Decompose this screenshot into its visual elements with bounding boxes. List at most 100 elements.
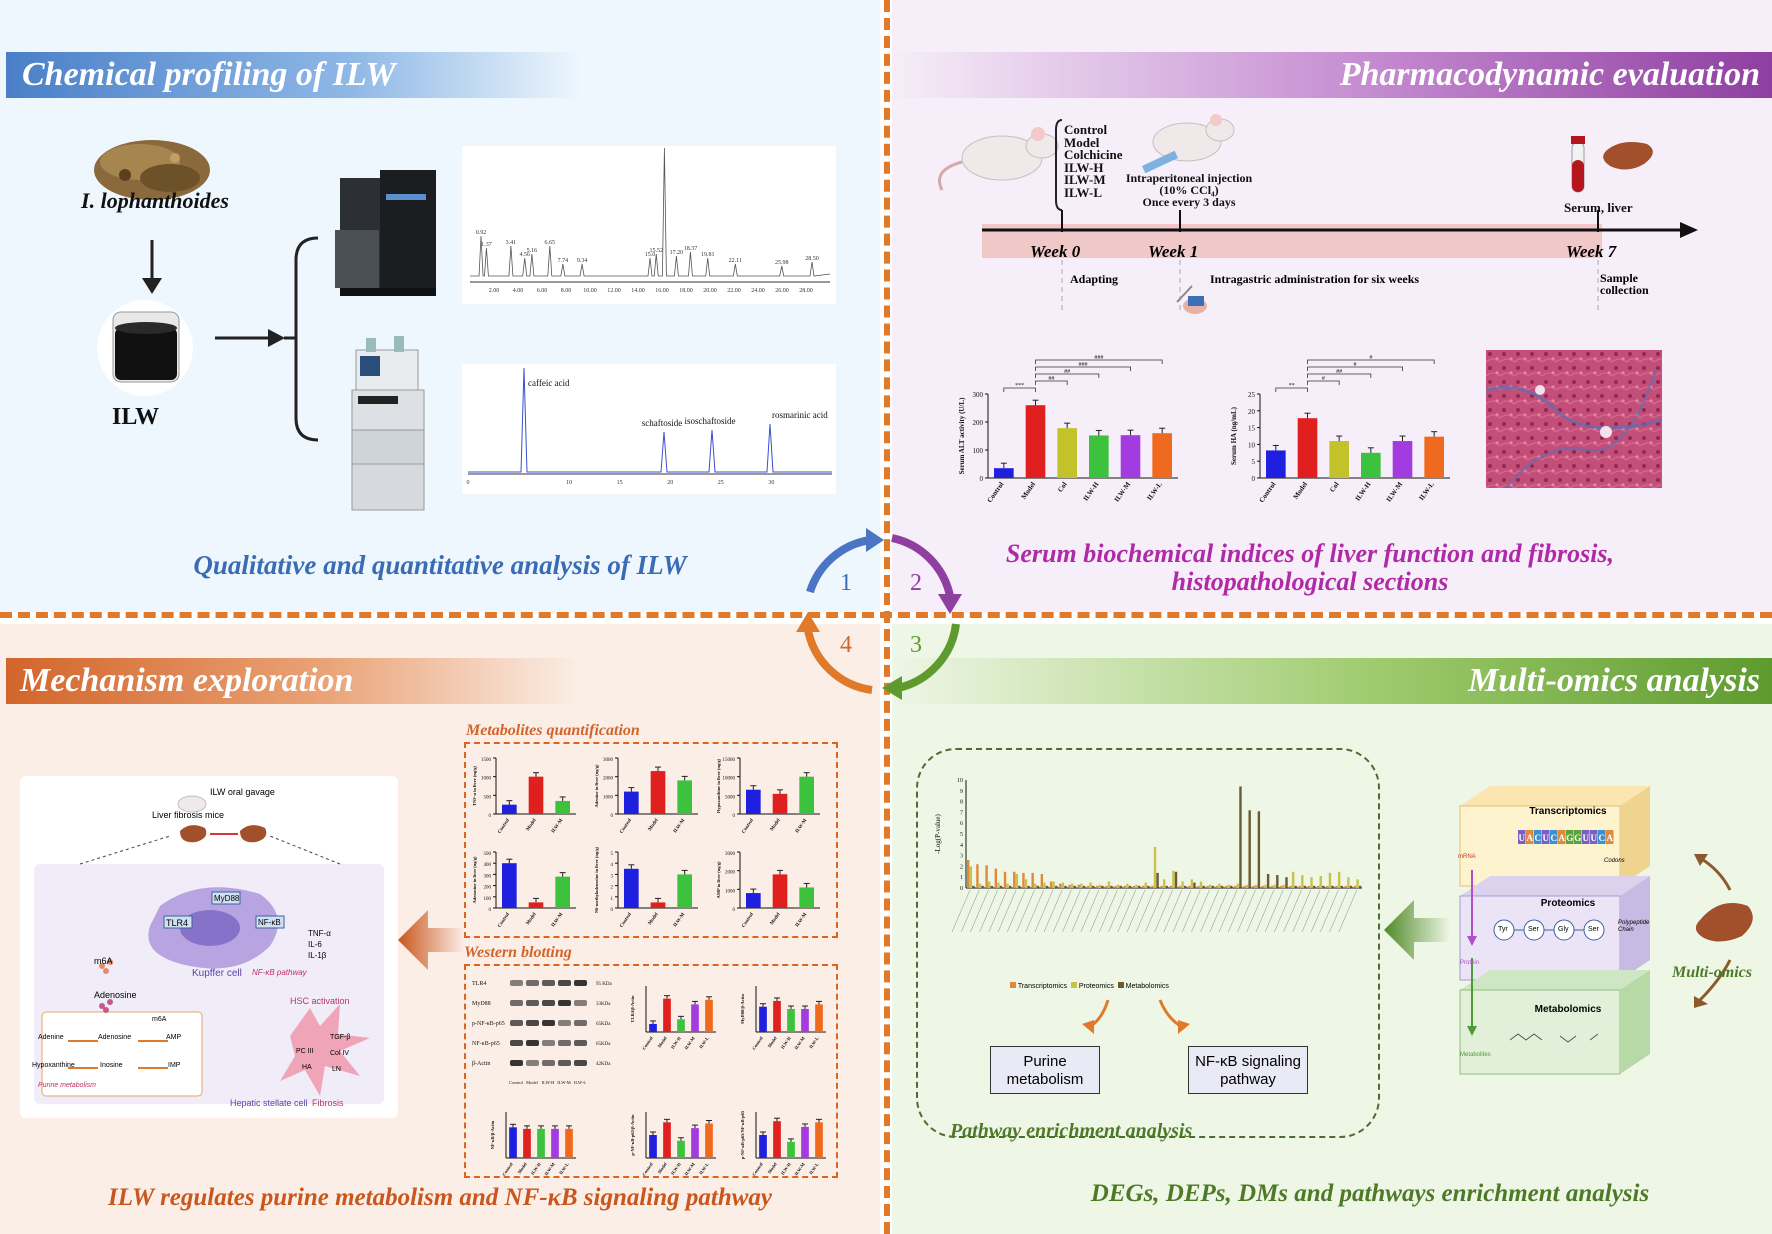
y-tick-label: 1000	[603, 795, 614, 800]
enrich-category-tick	[1218, 889, 1238, 933]
wb-band-label: NF-κB-p65	[472, 1041, 500, 1047]
x-tick-label: Model	[648, 912, 660, 927]
y-tick-label: 1000	[725, 889, 736, 894]
protein-label: Protein	[1460, 960, 1480, 966]
bar-ilw-h	[1361, 452, 1381, 478]
wb-band	[526, 1040, 539, 1046]
x-tick-label: ILW-M	[551, 912, 564, 928]
vertical-divider	[884, 0, 890, 1234]
enrich-category-tick	[997, 889, 1017, 933]
enrich-bar	[1126, 883, 1129, 888]
enrich-category-tick	[1200, 889, 1219, 933]
y-tick-label: 2000	[725, 871, 736, 876]
enrich-bar	[1144, 882, 1147, 888]
enrich-bar	[1086, 885, 1090, 888]
legend-proteomics: Proteomics	[1078, 983, 1114, 990]
y-axis-label: TNF-α in liver (ng/g)	[472, 765, 477, 806]
y-tick-label: 4	[611, 863, 614, 868]
x-tick-label: ILW-M	[673, 912, 686, 928]
y-tick-label: 5000	[725, 795, 736, 800]
x-tick-label: ILW-H	[1082, 480, 1101, 502]
adapting-label: Adapting	[1070, 272, 1119, 286]
x-tick-label: Control	[751, 1161, 764, 1176]
enrich-bar	[1018, 885, 1021, 888]
enrich-bar	[1202, 885, 1205, 888]
bar-ilw-m	[1392, 441, 1413, 478]
bar-model	[1297, 418, 1318, 478]
intragastric-label: Intragastric administration for six week…	[1210, 272, 1420, 286]
pharma-title: Pharmacodynamic evaluation	[1339, 56, 1760, 93]
cycle-diagram	[796, 528, 962, 700]
enrich-bar	[1230, 885, 1233, 888]
significance-bracket	[1035, 373, 1100, 378]
x-tick-label: ILW-M	[795, 818, 808, 834]
enrich-category-tick	[951, 889, 971, 933]
aa-tyr: Tyr	[1498, 926, 1508, 933]
x-tick-label: Control	[741, 912, 755, 929]
group-model: Model	[1064, 134, 1100, 150]
enrich-bar	[1316, 885, 1320, 888]
nucleotide-block	[1606, 830, 1614, 844]
wb-band	[526, 1060, 539, 1066]
enrich-bar	[1073, 885, 1076, 888]
y-tick-label: 20	[1248, 408, 1256, 416]
enrich-category-tick	[1274, 889, 1293, 933]
enrich-bar	[1110, 885, 1113, 888]
nucleotide-label: C	[1551, 833, 1558, 843]
enrich-bar	[1116, 884, 1120, 888]
bar-ilw-h	[787, 1141, 795, 1158]
bar-ilw-m	[677, 874, 692, 908]
nucleotide-block	[1526, 830, 1534, 844]
wb-band	[558, 1020, 571, 1026]
bar-model	[523, 1128, 531, 1158]
bar-ilw-h	[1089, 435, 1109, 478]
enrich-y-tick: 6	[960, 821, 963, 827]
wb-band	[510, 1020, 523, 1026]
enrich-category-tick	[1043, 889, 1063, 933]
enrich-bar	[1340, 885, 1343, 888]
x-tick-label: Control	[641, 1161, 654, 1176]
hplc-axis-label: 25	[718, 480, 724, 486]
nucleotide-block	[1558, 830, 1566, 844]
enrich-category-tick	[1062, 889, 1081, 933]
wb-band	[542, 1040, 555, 1046]
enrich-category-tick	[1154, 889, 1173, 933]
hplc-axis-label: 10	[566, 480, 572, 486]
x-tick-label: Model	[767, 1035, 779, 1049]
wb-band	[574, 1060, 587, 1066]
enrich-bar	[1184, 885, 1187, 888]
enrich-category-tick	[1135, 889, 1155, 933]
enrich-bar	[1156, 872, 1159, 888]
enrich-category-tick	[1145, 889, 1164, 933]
ms-axis-label: 26.00	[775, 288, 789, 294]
y-tick-label: 3	[611, 874, 614, 879]
enrich-category-tick	[1320, 889, 1339, 933]
bar-model	[663, 1122, 671, 1158]
x-tick-label: ILW-H	[530, 1161, 542, 1175]
enrich-bar	[1165, 885, 1168, 888]
cycle-num-4: 4	[840, 632, 852, 658]
enrich-bar	[1220, 885, 1224, 888]
enrich-bar	[1013, 871, 1016, 888]
bar-ilw-m	[555, 800, 570, 814]
enrich-bar	[1027, 885, 1030, 888]
bar-ilw-m	[799, 776, 814, 814]
enrich-category-tick	[1108, 889, 1127, 933]
y-tick-label: 0	[980, 475, 984, 483]
enrich-category-tick	[1182, 889, 1201, 933]
enrich-bar	[1003, 871, 1007, 888]
liver-icon-2	[1695, 903, 1753, 942]
ms-axis-label: 20.00	[703, 288, 717, 294]
omics-title: Multi-omics analysis	[1468, 662, 1760, 699]
enrich-bar	[1257, 811, 1261, 888]
wb-band	[542, 980, 555, 986]
x-tick-label: ILW-L	[808, 1162, 820, 1176]
bar-control	[746, 789, 761, 814]
